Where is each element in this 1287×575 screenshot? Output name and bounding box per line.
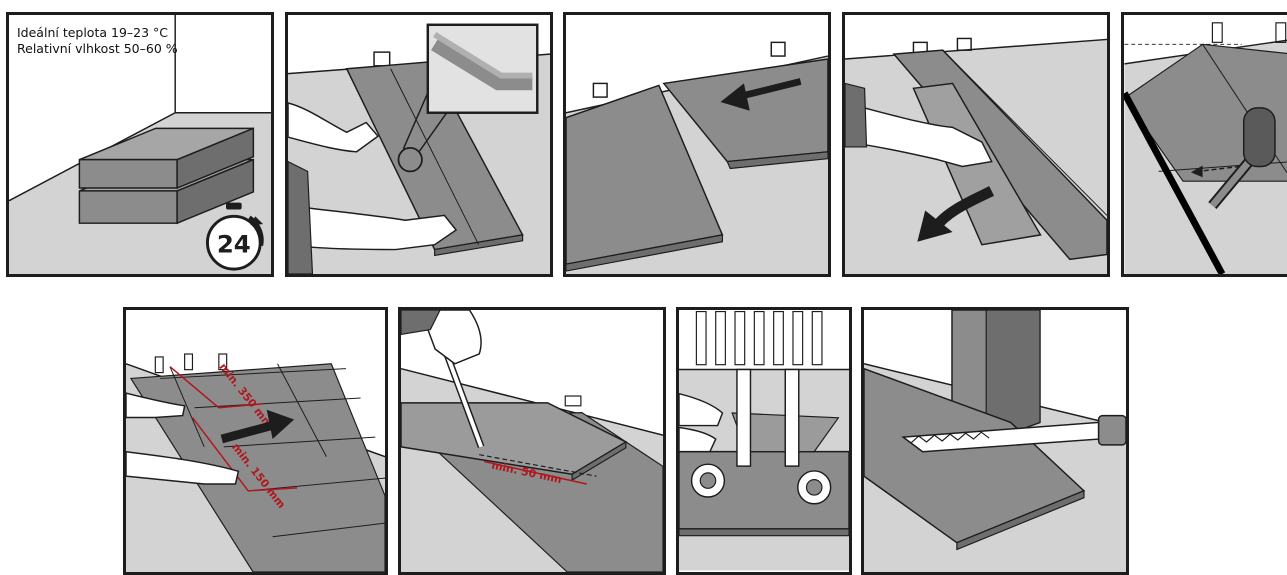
temperature-label: Ideální teplota 19–23 °C: [17, 25, 178, 41]
step-acclimatize-panel: Ideální teplota 19–23 °C Relativní vlhko…: [6, 12, 274, 277]
angle-install-illustration: [288, 15, 550, 274]
fold-down-illustration: [845, 15, 1107, 274]
mark-cut-illustration: min. 50 mm: [401, 310, 663, 572]
step-tap-mallet-panel: [1121, 12, 1287, 277]
row-offset-illustration: min. 350 mm min. 150 mm: [126, 310, 385, 572]
step-pipes-panel: [676, 307, 852, 575]
step-fold-down-panel: [842, 12, 1110, 277]
climate-note: Ideální teplota 19–23 °C Relativní vlhko…: [17, 25, 178, 57]
pipes-illustration: [679, 310, 849, 572]
step-mark-cut-panel: min. 50 mm: [398, 307, 666, 575]
trim-door-illustration: [864, 310, 1126, 572]
tap-mallet-illustration: [1124, 15, 1287, 274]
step-angle-install-panel: [285, 12, 553, 277]
step-slide-panel: [563, 12, 831, 277]
humidity-label: Relativní vlhkost 50–60 %: [17, 41, 178, 57]
timer-hours: 24: [217, 229, 251, 258]
slide-illustration: [566, 15, 828, 274]
step-row-offset-panel: min. 350 mm min. 150 mm: [123, 307, 388, 575]
step-trim-door-panel: [861, 307, 1129, 575]
